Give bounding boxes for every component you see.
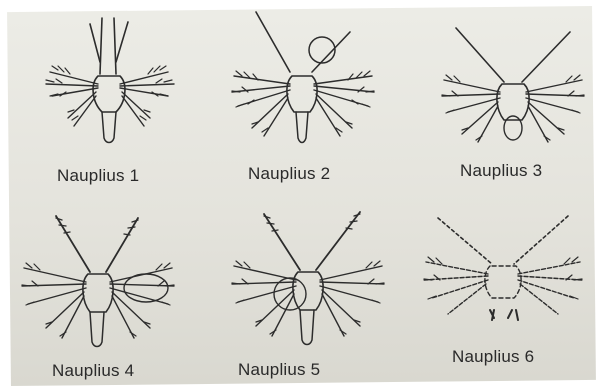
nauplius-2-drawing (228, 10, 378, 160)
nauplius-5-drawing (228, 206, 388, 356)
nauplius-3-label: Nauplius 3 (460, 161, 542, 181)
nauplius-2-label: Nauplius 2 (248, 164, 330, 184)
nauplius-4-drawing (18, 208, 178, 358)
nauplius-6-label: Nauplius 6 (452, 347, 534, 367)
nauplius-6-drawing (418, 206, 588, 341)
nauplius-4-label: Nauplius 4 (52, 361, 134, 381)
nauplius-1-drawing (40, 14, 180, 154)
nauplius-1-label: Nauplius 1 (57, 166, 139, 186)
nauplius-5-label: Nauplius 5 (238, 360, 320, 380)
nauplius-3-drawing (438, 24, 588, 159)
